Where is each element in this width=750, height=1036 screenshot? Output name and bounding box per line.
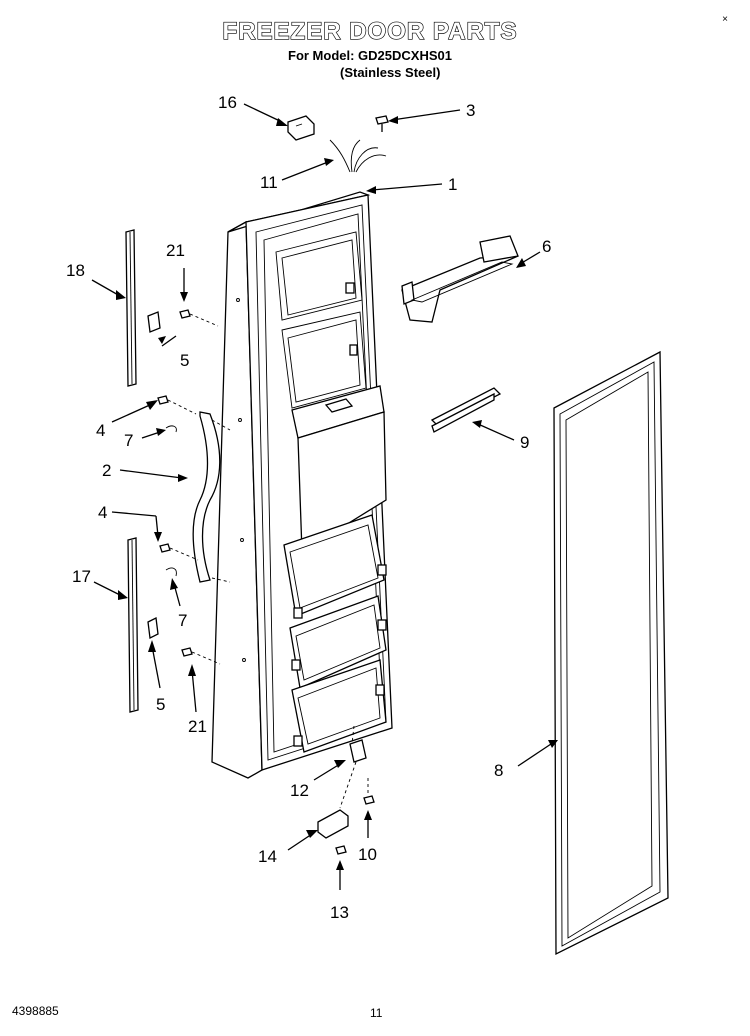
wire-connector-part bbox=[243, 103, 315, 141]
clip-upper-part bbox=[147, 311, 177, 347]
callout-18: 18 bbox=[66, 261, 85, 280]
door-gasket-part bbox=[517, 350, 669, 956]
trim-strip-upper-part bbox=[91, 229, 137, 387]
callout-21-lower: 21 bbox=[188, 717, 207, 736]
hinge-assembly bbox=[287, 725, 375, 890]
callout-3: 3 bbox=[466, 101, 476, 120]
callout-5-lower: 5 bbox=[156, 695, 166, 714]
screws-and-washers bbox=[111, 268, 221, 713]
callout-17: 17 bbox=[72, 567, 91, 586]
callout-8: 8 bbox=[494, 761, 504, 780]
callout-6: 6 bbox=[542, 237, 552, 256]
callout-5-upper: 5 bbox=[180, 351, 190, 370]
callout-4-lower: 4 bbox=[98, 503, 108, 522]
page-number: 11 bbox=[370, 1006, 383, 1020]
door-shelf-part bbox=[401, 235, 541, 323]
callout-11: 11 bbox=[260, 173, 278, 192]
callout-12: 12 bbox=[290, 781, 309, 800]
trim-rail-part bbox=[430, 387, 515, 441]
document-number: 4398885 bbox=[12, 1004, 59, 1018]
model-line: For Model: GD25DCXHS01 bbox=[288, 48, 452, 63]
callout-10: 10 bbox=[358, 845, 377, 864]
callout-7-lower: 7 bbox=[178, 611, 188, 630]
callout-16: 16 bbox=[218, 93, 237, 112]
callout-2: 2 bbox=[102, 461, 112, 480]
trim-strip-lower-part bbox=[93, 537, 139, 713]
callout-1: 1 bbox=[448, 175, 458, 194]
freezer-door bbox=[211, 191, 393, 779]
finish-line: (Stainless Steel) bbox=[340, 65, 441, 80]
door-handle-part bbox=[119, 411, 231, 583]
callout-21-upper: 21 bbox=[166, 241, 185, 260]
callout-9: 9 bbox=[520, 433, 530, 452]
callout-14: 14 bbox=[258, 847, 277, 866]
wire-harness-part bbox=[281, 109, 461, 181]
callout-7-upper: 7 bbox=[124, 431, 134, 450]
diagram-title: FREEZER DOOR PARTS bbox=[222, 17, 518, 45]
clip-lower-part bbox=[147, 617, 161, 689]
corner-mark: × bbox=[722, 14, 728, 25]
callout-13: 13 bbox=[330, 903, 349, 922]
callout-4-upper: 4 bbox=[96, 421, 106, 440]
